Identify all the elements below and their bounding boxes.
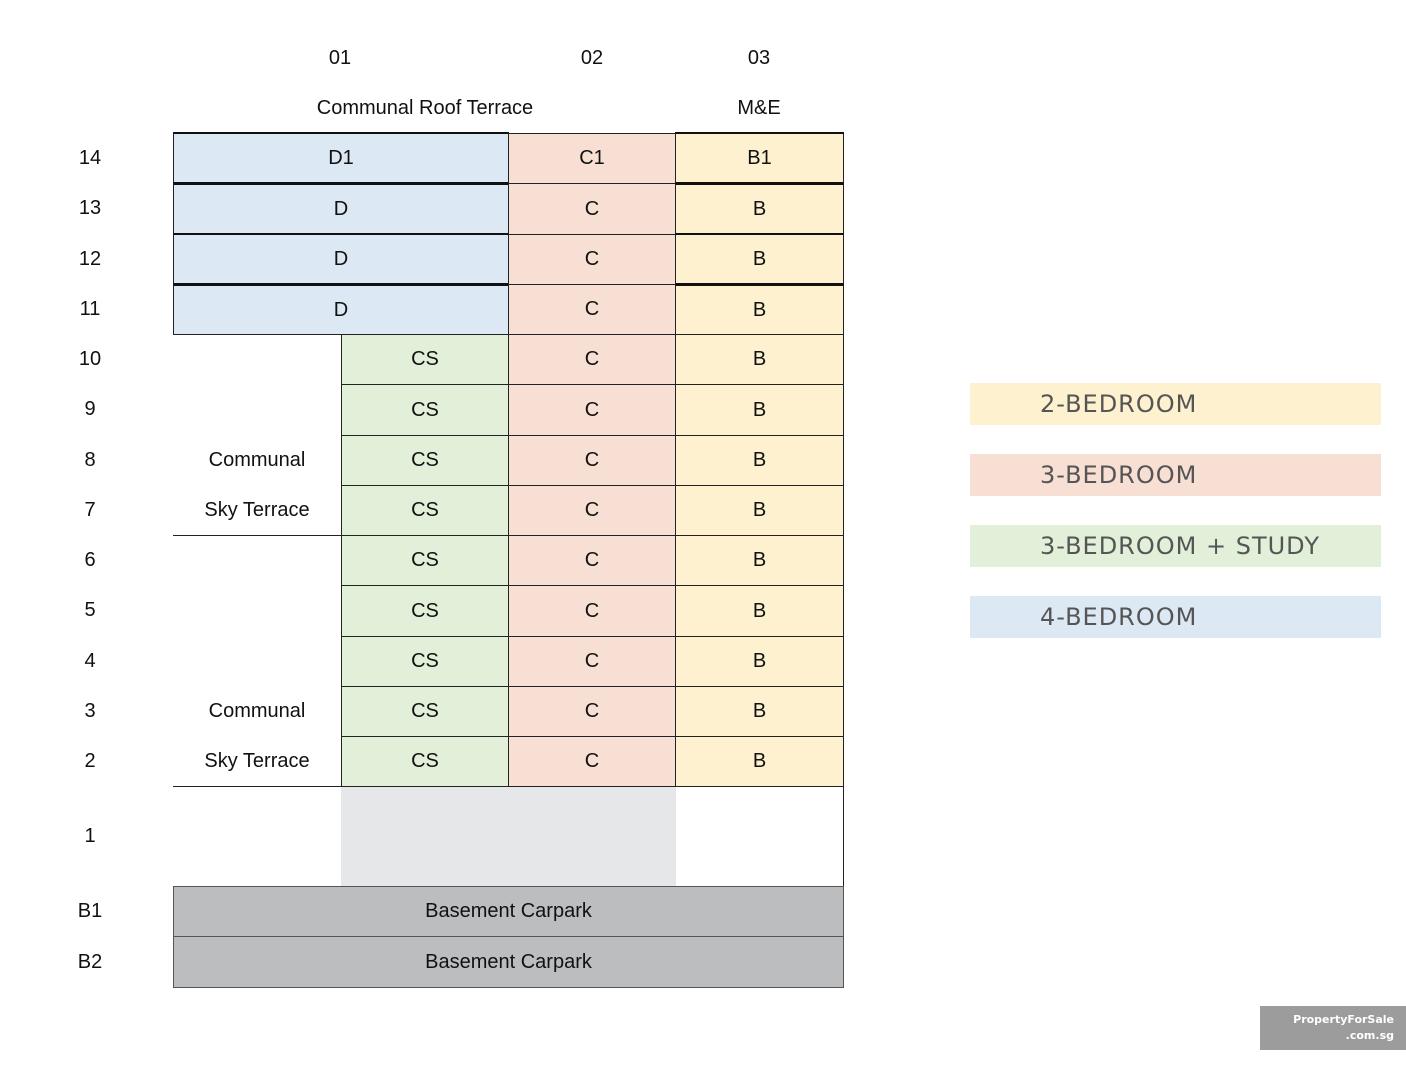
unit-cs-floor-9: CS [341, 384, 509, 436]
sky-terrace-upper-divider [173, 535, 341, 536]
unit-b-floor-7: B [675, 485, 844, 536]
floor-label-6: 6 [84, 548, 96, 571]
floor-label-5: 5 [84, 598, 96, 621]
unit-c1-floor-14: C1 [508, 133, 676, 184]
unit-c-floor-3: C [508, 686, 676, 737]
unit-d-floor-11: D [173, 284, 509, 335]
legend-3-bedroom-study-label: 3-BEDROOM + STUDY [1040, 532, 1321, 560]
unit-b-floor-9: B [675, 384, 844, 436]
unit-cs-floor-3: CS [341, 686, 509, 737]
sky-terrace-lower-line2: Sky Terrace [204, 749, 310, 772]
unit-b-floor-13: B [675, 183, 844, 235]
floor-label-2: 2 [84, 749, 96, 772]
sky-terrace-upper-line1: Communal [208, 448, 306, 471]
floor-label-8: 8 [84, 448, 96, 471]
floor-label-3: 3 [84, 699, 96, 722]
legend-3-bedroom-label: 3-BEDROOM [1040, 461, 1198, 489]
column-header-02: 02 [580, 46, 604, 69]
unit-b-floor-8: B [675, 435, 844, 486]
unit-c-floor-11: C [508, 284, 676, 335]
ground-floor-right-edge [843, 787, 844, 886]
sky-terrace-lower-line1: Communal [208, 699, 306, 722]
unit-c-floor-12: C [508, 234, 676, 285]
basement-carpark-b1: Basement Carpark [173, 886, 844, 937]
unit-cs-floor-10: CS [341, 334, 509, 385]
unit-b-floor-6: B [675, 535, 844, 586]
watermark-line2: .com.sg [1345, 1029, 1394, 1042]
floor-label-9: 9 [84, 397, 96, 420]
sky-terrace-upper-line2: Sky Terrace [204, 498, 310, 521]
unit-cs-floor-2: CS [341, 736, 509, 787]
unit-b-floor-10: B [675, 334, 844, 385]
floor-label-7: 7 [84, 498, 96, 521]
floor-label-14: 14 [78, 146, 102, 169]
floor-label-12: 12 [78, 247, 102, 270]
unit-d-floor-13: D [173, 183, 509, 235]
floor-label-11: 11 [79, 297, 101, 320]
unit-b-floor-2: B [675, 736, 844, 787]
unit-c-floor-2: C [508, 736, 676, 787]
unit-b-floor-4: B [675, 636, 844, 687]
unit-cs-floor-5: CS [341, 585, 509, 637]
floor-label-b1: B1 [77, 899, 103, 922]
unit-b1-floor-14: B1 [675, 132, 844, 184]
floor-label-4: 4 [84, 649, 96, 672]
ground-floor-lobby [341, 787, 676, 886]
me-label: M&E [737, 96, 781, 119]
column-header-01: 01 [328, 46, 352, 69]
floor-label-10: 10 [78, 347, 102, 370]
legend-2-bedroom: 2-BEDROOM [970, 383, 1381, 425]
unit-b-floor-3: B [675, 686, 844, 737]
unit-c-floor-6: C [508, 535, 676, 586]
unit-c-floor-7: C [508, 485, 676, 536]
unit-c-floor-10: C [508, 334, 676, 385]
legend-3-bedroom: 3-BEDROOM [970, 454, 1381, 496]
floor-label-1: 1 [84, 824, 96, 847]
unit-cs-floor-4: CS [341, 636, 509, 687]
unit-b-floor-11: B [675, 284, 844, 335]
watermark-line1: PropertyForSale [1293, 1013, 1394, 1026]
unit-b-floor-12: B [675, 233, 844, 285]
unit-cs-floor-7: CS [341, 485, 509, 536]
unit-c-floor-13: C [508, 183, 676, 235]
unit-c-floor-4: C [508, 636, 676, 687]
basement-carpark-b2: Basement Carpark [173, 936, 844, 988]
column-header-03: 03 [747, 46, 771, 69]
legend-2-bedroom-label: 2-BEDROOM [1040, 390, 1198, 418]
unit-d-floor-12: D [173, 233, 509, 285]
unit-c-floor-9: C [508, 384, 676, 436]
roof-terrace-label: Communal Roof Terrace [316, 96, 534, 119]
unit-cs-floor-6: CS [341, 535, 509, 586]
unit-c-floor-5: C [508, 585, 676, 637]
watermark-logo: PropertyForSale .com.sg [1260, 1006, 1406, 1050]
legend-3-bedroom-study: 3-BEDROOM + STUDY [970, 525, 1381, 567]
floor-label-b2: B2 [77, 950, 103, 973]
legend-4-bedroom: 4-BEDROOM [970, 596, 1381, 638]
unit-c-floor-8: C [508, 435, 676, 486]
unit-cs-floor-8: CS [341, 435, 509, 486]
floor-label-13: 13 [78, 196, 102, 219]
unit-d1-floor-14: D1 [173, 132, 509, 184]
unit-b-floor-5: B [675, 585, 844, 637]
legend-4-bedroom-label: 4-BEDROOM [1040, 603, 1198, 631]
sky-terrace-lower-divider [173, 786, 341, 787]
